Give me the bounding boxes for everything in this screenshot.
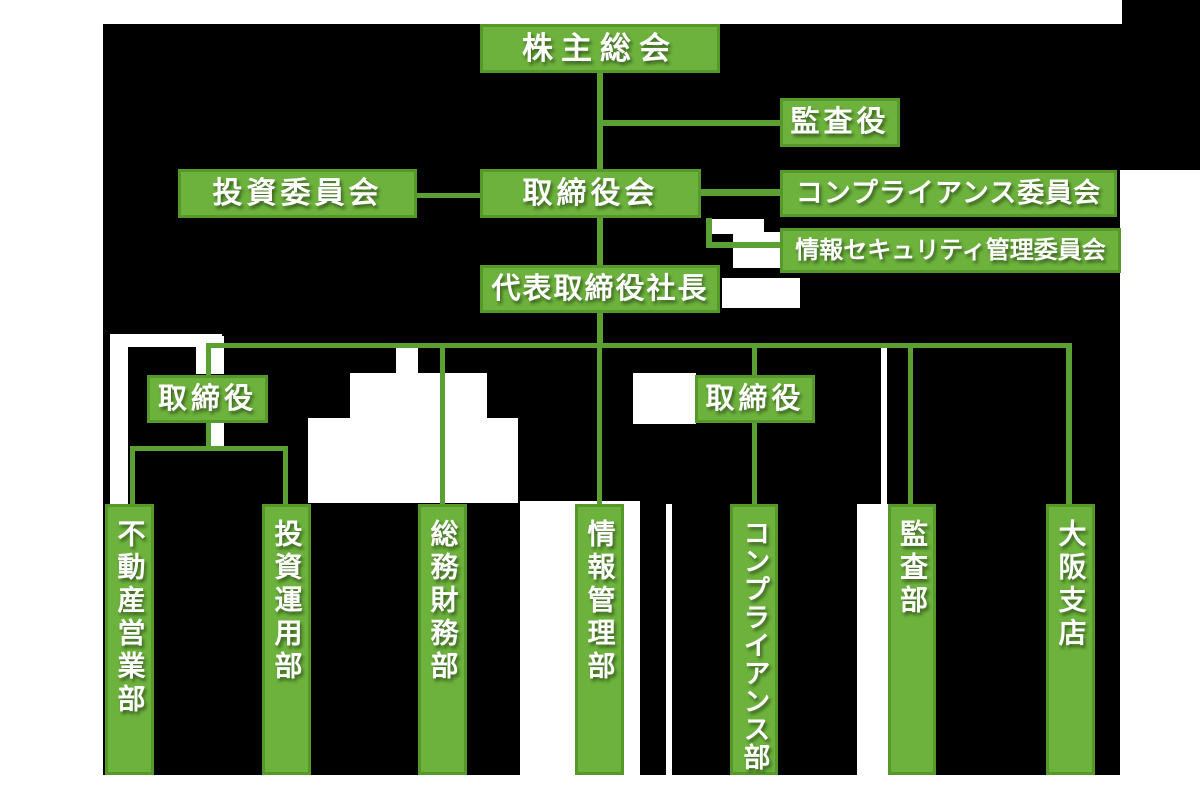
- connector-line: [206, 343, 1072, 348]
- org-node-shareholders-meeting: 株主総会: [480, 24, 720, 73]
- connector-line: [440, 348, 445, 504]
- org-node-director-left: 取締役: [147, 375, 268, 423]
- white-remnant: [110, 334, 222, 347]
- connector-line: [206, 423, 211, 451]
- connector-line: [752, 423, 757, 504]
- org-node-compliance-dept: コンプライアンス部: [730, 504, 778, 775]
- white-remnant: [0, 775, 1200, 800]
- org-node-real-estate-sales-dept: 不動産営業部: [105, 504, 154, 775]
- connector-line: [600, 120, 780, 126]
- org-node-board-of-directors: 取締役会: [480, 169, 701, 218]
- white-remnant: [0, 0, 103, 800]
- org-node-compliance-committee: コンプライアンス委員会: [780, 170, 1117, 217]
- org-node-investment-management-dept: 投資運用部: [262, 504, 311, 775]
- white-remnant: [1120, 170, 1200, 800]
- org-node-osaka-branch: 大阪支店: [1046, 504, 1095, 775]
- white-remnant: [633, 373, 696, 424]
- connector-line: [206, 348, 211, 375]
- org-node-president: 代表取締役社長: [480, 265, 720, 313]
- org-node-auditor: 監査役: [780, 98, 900, 147]
- connector-line: [130, 446, 288, 451]
- org-node-general-affairs-finance-dept: 総務財務部: [418, 504, 467, 775]
- connector-line: [130, 451, 135, 504]
- org-node-infosec-management-committee: 情報セキュリティ管理委員会: [780, 228, 1121, 273]
- white-remnant: [722, 278, 800, 308]
- white-remnant: [706, 219, 764, 234]
- white-remnant: [308, 418, 518, 503]
- white-remnant: [110, 334, 128, 505]
- connector-line: [701, 189, 780, 196]
- connector-line: [1066, 348, 1072, 504]
- connector-line: [597, 218, 603, 265]
- org-node-audit-dept: 監査部: [888, 504, 936, 775]
- org-node-investment-committee: 投資委員会: [178, 169, 417, 218]
- connector-line: [597, 348, 602, 504]
- white-remnant: [0, 0, 1122, 24]
- connector-line: [417, 193, 480, 198]
- white-remnant: [210, 423, 224, 449]
- connector-line: [752, 348, 757, 375]
- connector-line: [706, 218, 712, 248]
- connector-line: [706, 242, 780, 248]
- white-remnant: [396, 346, 418, 373]
- connector-line: [597, 313, 603, 345]
- white-remnant: [733, 232, 783, 268]
- white-remnant: [881, 345, 887, 504]
- white-remnant: [666, 504, 672, 775]
- connector-line: [283, 451, 288, 504]
- org-node-director-right: 取締役: [695, 375, 815, 423]
- connector-line: [908, 348, 913, 504]
- white-remnant: [857, 504, 888, 775]
- org-node-information-management-dept: 情報管理部: [575, 504, 624, 775]
- white-remnant: [350, 373, 487, 418]
